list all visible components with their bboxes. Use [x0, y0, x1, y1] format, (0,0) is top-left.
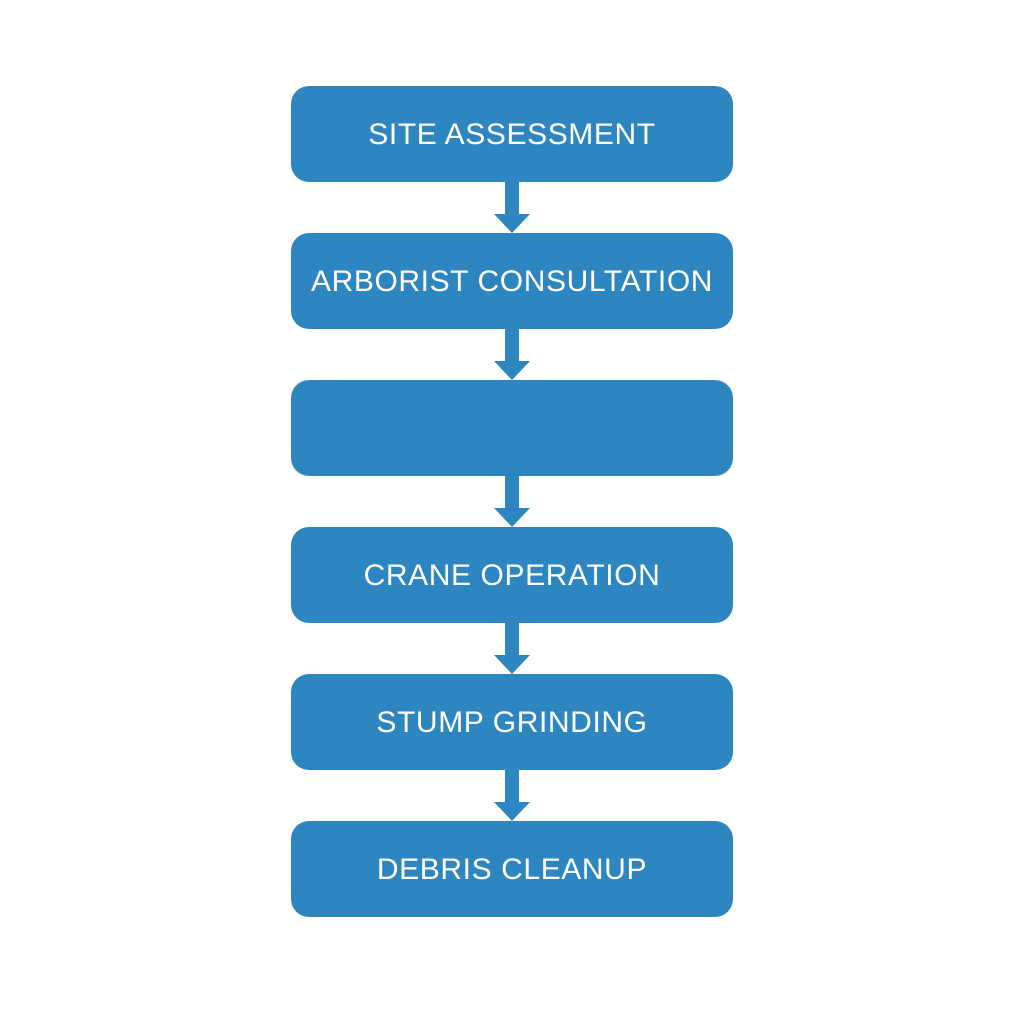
flowchart-node-label: ARBORIST CONSULTATION	[310, 264, 714, 298]
flowchart-node-crane-operation[interactable]: CRANE OPERATION	[291, 527, 733, 623]
flowchart-node-label: CRANE OPERATION	[363, 558, 661, 592]
flowchart-node-arborist-consultation[interactable]: ARBORIST CONSULTATION	[291, 233, 733, 329]
arrow-down-icon	[494, 623, 530, 674]
arrow-down-icon	[494, 329, 530, 380]
flowchart-connector-2	[291, 329, 733, 380]
flowchart-node-debris-cleanup[interactable]: DEBRIS CLEANUP	[291, 821, 733, 917]
flowchart-node-stump-grinding[interactable]: STUMP GRINDING	[291, 674, 733, 770]
flowchart-connector-1	[291, 182, 733, 233]
arrow-down-icon	[494, 476, 530, 527]
arrow-down-icon	[494, 770, 530, 821]
flowchart-node-blank[interactable]	[291, 380, 733, 476]
flowchart-node-label: SITE ASSESSMENT	[368, 117, 656, 151]
flowchart-node-site-assessment[interactable]: SITE ASSESSMENT	[291, 86, 733, 182]
flowchart-connector-3	[291, 476, 733, 527]
flowchart-connector-4	[291, 623, 733, 674]
flowchart-node-label: STUMP GRINDING	[376, 705, 648, 739]
flowchart-connector-5	[291, 770, 733, 821]
arrow-down-icon	[494, 182, 530, 233]
flowchart-node-label: DEBRIS CLEANUP	[376, 852, 648, 886]
